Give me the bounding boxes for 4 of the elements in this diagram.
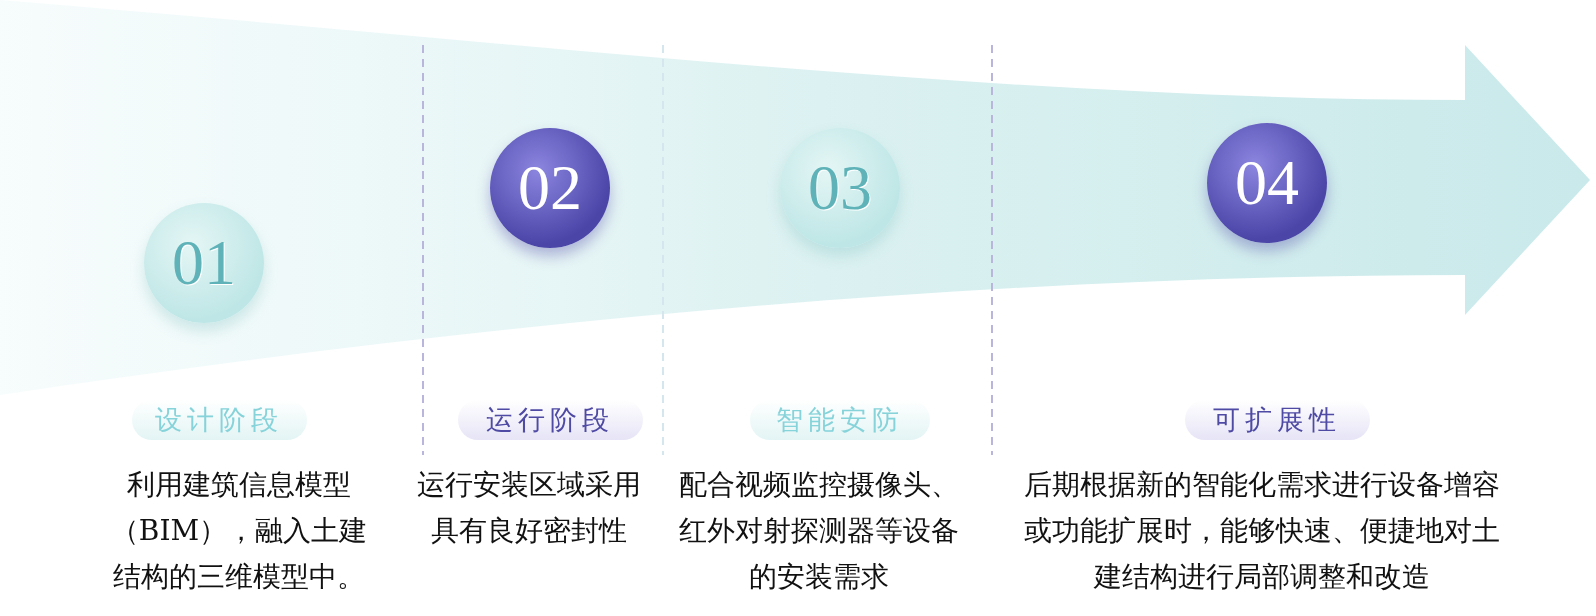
- description-text: 利用建筑信息模型（BIM），融入土建结构的三维模型中。: [109, 467, 369, 595]
- description-text: 运行安装区域采用具有良好密封性: [416, 467, 642, 549]
- description-text: 配合视频监控摄像头、红外对射探测器等设备的安装需求: [678, 467, 960, 595]
- description-text: 后期根据新的智能化需求进行设备增容或功能扩展时，能够快速、便捷地对土建结构进行局部调整和改造: [1023, 467, 1501, 595]
